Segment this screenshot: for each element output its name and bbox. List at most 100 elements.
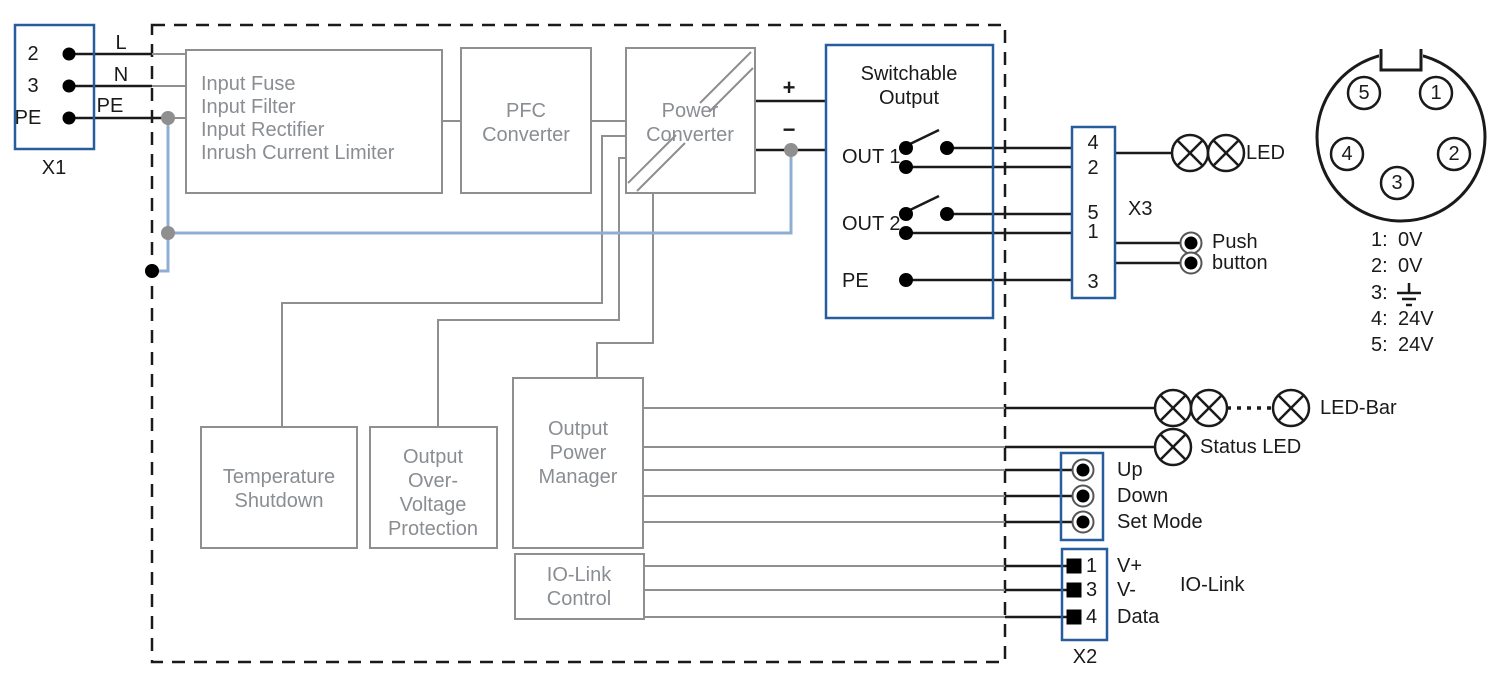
push-button-icon[interactable]: [1184, 256, 1198, 270]
power-converter-label: Power Converter: [646, 100, 734, 146]
blue-boxes: [13, 23, 1117, 642]
x3-pin-label: 3: [1087, 271, 1099, 293]
out1-switch-contact: [940, 141, 954, 155]
led-icon: [1170, 133, 1210, 173]
x1-connector-label: X1: [41, 157, 67, 179]
temperature-shutdown-block: [200, 426, 358, 549]
pfc-converter-block: [460, 47, 592, 194]
isolation-mark-icon: [627, 134, 677, 184]
input-fuse-label: Input Fuse: [201, 73, 296, 95]
temperature-shutdown-label: Temperature Shutdown: [222, 466, 336, 512]
m12-keyway-notch: [1379, 49, 1423, 72]
pfc-converter-label: PFC Converter: [482, 100, 570, 146]
input-filter-label: Input Filter: [201, 96, 296, 118]
x2-signal-label: V-: [1117, 579, 1136, 601]
x2-connector-box: [1060, 547, 1109, 642]
led-icon: [1206, 133, 1246, 173]
isolation-marks: [627, 51, 754, 192]
x3-pin-label: 2: [1087, 157, 1099, 179]
wire-n-label: N: [113, 64, 129, 86]
down-button-icon[interactable]: [1076, 489, 1090, 503]
x1-terminal-2-dot: [62, 47, 76, 61]
legend-value-label: 0V: [1398, 255, 1423, 277]
ovp-label: Output Over- Voltage Protection: [387, 446, 479, 540]
isolation-mark-icon: [699, 51, 752, 104]
push-buttons: [1071, 231, 1203, 534]
pe-junction-dot: [161, 226, 175, 240]
switchable-output-title: Switchable Output: [860, 63, 958, 109]
m12-pin3-circle: [1379, 165, 1415, 201]
m12-pin2-circle: [1436, 136, 1472, 172]
x2-signal-label: V+: [1117, 555, 1143, 577]
ovp-block: [369, 426, 498, 549]
wire-pe-label: PE: [96, 95, 124, 117]
m12-connector-face: [1315, 44, 1487, 223]
x2-pin-square: [1066, 609, 1082, 625]
input-stage-label: Input Fuse Input Filter Input Rectifier …: [201, 73, 394, 165]
legend-pin-label: 1:: [1371, 229, 1388, 251]
x2-pin-square: [1066, 558, 1082, 574]
switchable-output-box: [824, 43, 995, 320]
out2-label: OUT 2: [842, 213, 901, 235]
minus-junction-dot: [784, 143, 798, 157]
set-mode-button-label: Set Mode: [1117, 511, 1203, 533]
legend-pin-label: 2:: [1371, 255, 1388, 277]
pe-junction-dot: [161, 111, 175, 125]
opm-label: Output Power Manager: [538, 418, 618, 488]
out1-label: OUT 1: [842, 146, 901, 168]
pe-out-label: PE: [842, 270, 869, 292]
m12-pin2-label: 2: [1448, 143, 1460, 165]
m12-notch-mask: [1379, 44, 1423, 69]
inrush-limiter-label: Inrush Current Limiter: [201, 142, 395, 164]
out2-switch-contact: [940, 207, 954, 221]
x3-connector-label: X3: [1128, 198, 1153, 220]
wire-l-label: L: [115, 32, 127, 54]
x1-connector-box: [13, 23, 96, 151]
up-button-icon[interactable]: [1076, 463, 1090, 477]
input-stage-block: [185, 49, 443, 194]
wire-to-temperature-shutdown: [281, 135, 626, 427]
legend-value-label: 0V: [1398, 229, 1423, 251]
m12-pin1-circle: [1418, 75, 1454, 111]
legend-value-label: 24V: [1398, 308, 1434, 330]
out1-return-contact: [899, 160, 913, 174]
x1-terminal-pe-dot: [62, 111, 76, 125]
isolation-mark-icon: [708, 67, 754, 113]
push-button-label: Push: [1212, 231, 1258, 253]
iolink-control-block: [514, 553, 645, 620]
legend-value-label: 24V: [1398, 334, 1434, 356]
x2-connector-label: X2: [1072, 646, 1098, 668]
led-label: LED: [1246, 142, 1285, 164]
x1-pin-2-label: 2: [27, 43, 39, 65]
isolation-mark-icon: [636, 142, 686, 192]
m12-pin1-label: 1: [1430, 82, 1442, 104]
enclosure-dashed-border: [150, 23, 1007, 664]
wire-pe-to-chassis: [154, 118, 170, 273]
black-wires: [69, 52, 1273, 619]
earth-ground-icon: [1397, 283, 1421, 307]
legend-pin-label: 3:: [1371, 282, 1388, 304]
push-button-icon[interactable]: [1184, 236, 1198, 250]
x3-connector-box: [1070, 125, 1117, 300]
push-button-label: button: [1212, 252, 1268, 274]
legend-pin-label: 4:: [1371, 308, 1388, 330]
m12-pin4-circle: [1329, 136, 1365, 172]
switch-lever-out1: [909, 128, 940, 146]
wire-pe-to-minus: [168, 150, 793, 235]
led-bar-icon: [1189, 388, 1229, 428]
set-mode-button-icon[interactable]: [1076, 515, 1090, 529]
switch-lever-out2: [909, 194, 940, 212]
buttons-box: [1059, 451, 1105, 542]
plus-label: +: [782, 74, 796, 100]
x1-pin-3-label: 3: [27, 75, 39, 97]
x3-pin-label: 4: [1087, 132, 1099, 154]
out2-return-contact: [899, 226, 913, 240]
opm-block: [512, 377, 644, 549]
function-blocks: [185, 47, 756, 620]
chassis-ground-dot: [145, 264, 159, 278]
m12-pin3-label: 3: [1391, 172, 1403, 194]
power-converter-block: [625, 47, 756, 194]
legend-pin-label: 5:: [1371, 334, 1388, 356]
x1-terminal-3-dot: [62, 79, 76, 93]
led-symbols: [1153, 133, 1311, 467]
